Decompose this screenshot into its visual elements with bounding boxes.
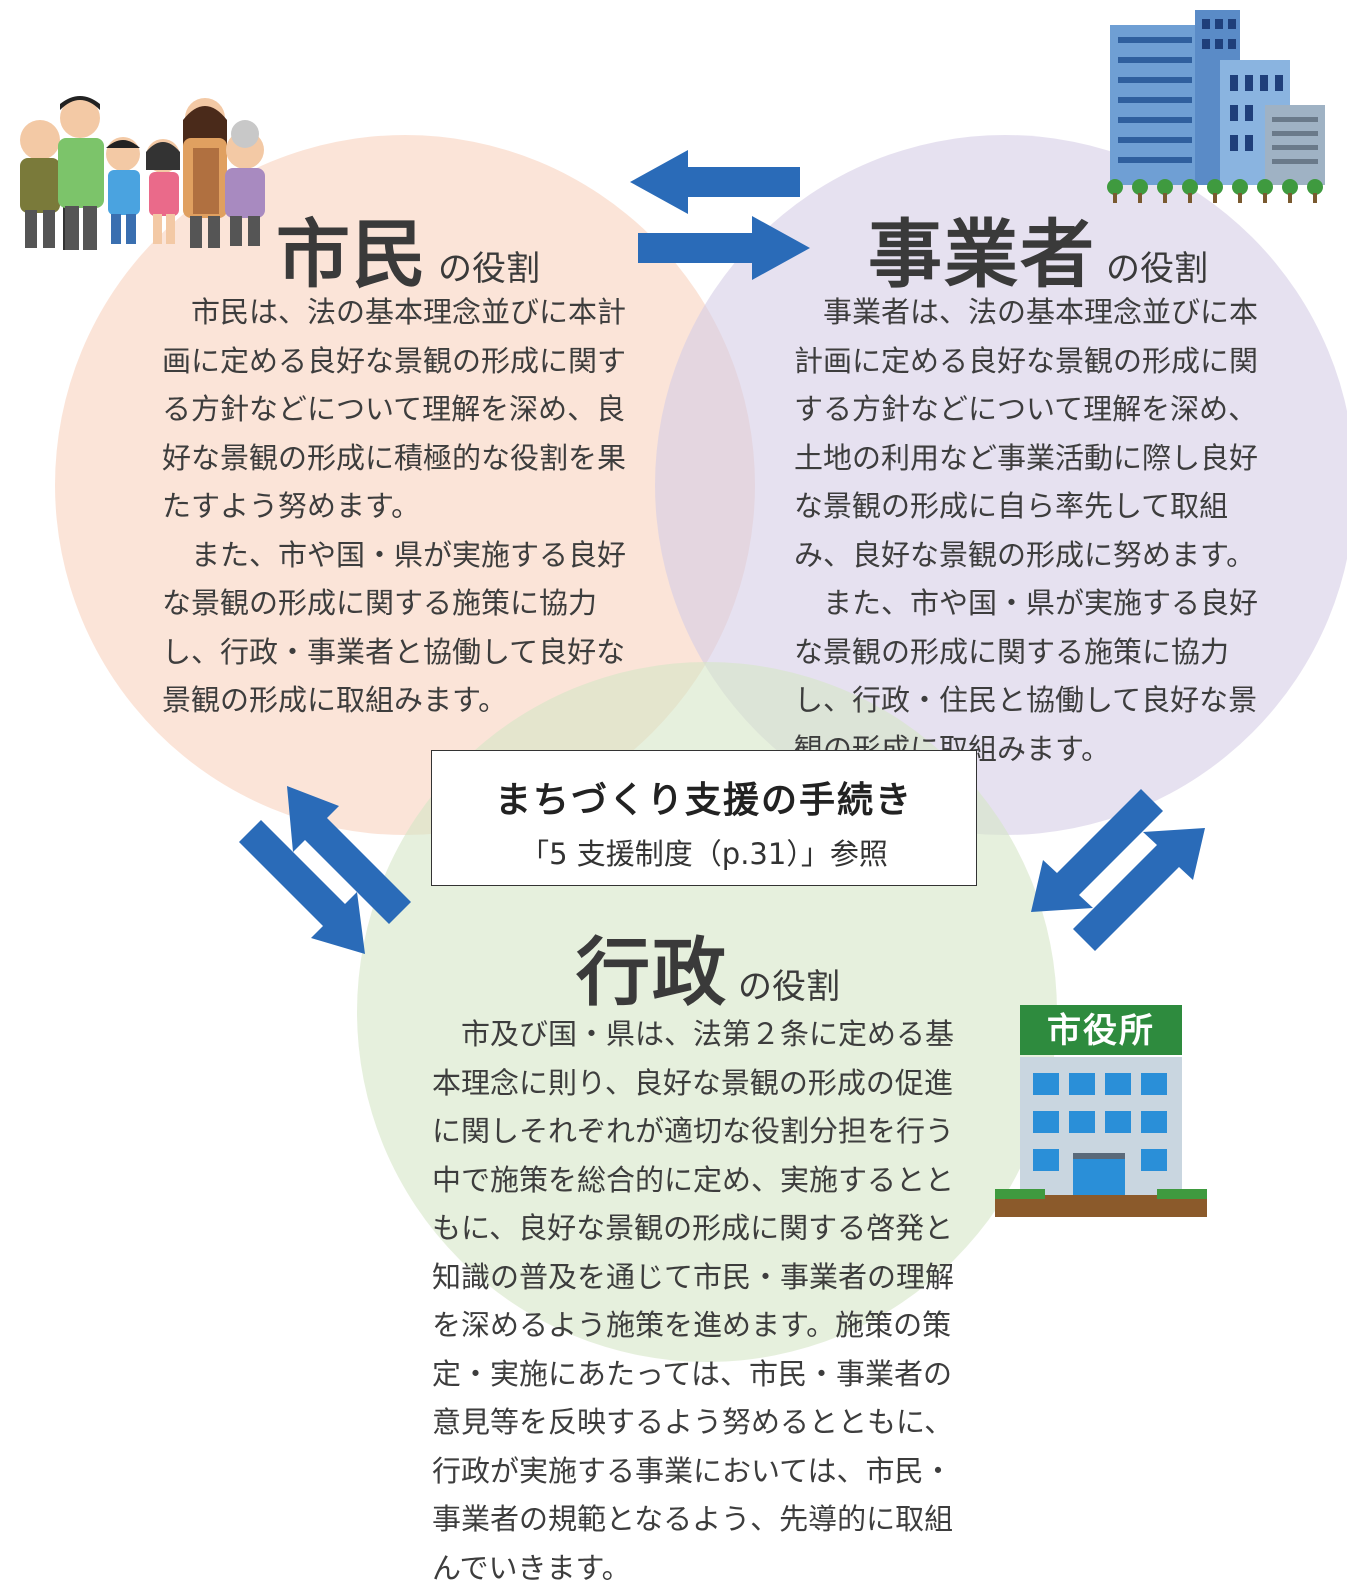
city-hall-illustration: 市役所: [995, 1005, 1207, 1220]
business-role-text: 事業者は、法の基本理念並びに本計画に定める良好な景観の形成に関する方針などについ…: [794, 288, 1279, 773]
citizen-title-suffix: の役割: [438, 249, 540, 289]
city-hall-sign: 市役所: [1047, 1011, 1155, 1051]
business-title: 事業者: [868, 212, 1096, 298]
business-paragraph-2: また、市や国・県が実施する良好な景観の形成に関する施策に協力し、行政・住民と協働…: [794, 586, 1259, 766]
citizens-group-illustration: [20, 96, 265, 250]
government-paragraph-1: 市及び国・県は、法第２条に定める基本理念に則り、良好な景観の形成の促進に関しそれ…: [432, 1017, 955, 1585]
citizen-business-arrows: [630, 150, 810, 280]
citizen-paragraph-1: 市民は、法の基本理念並びに本計画に定める良好な景観の形成に関する方針などについて…: [162, 295, 627, 523]
citizen-government-arrows: [239, 786, 411, 954]
citizen-paragraph-2: また、市や国・県が実施する良好な景観の形成に関する施策に協力し、行政・事業者と協…: [162, 537, 627, 718]
government-role-text: 市及び国・県は、法第２条に定める基本理念に則り、良好な景観の形成の促進に関しそれ…: [432, 1010, 977, 1592]
office-buildings-illustration: [1107, 10, 1325, 203]
support-procedure-reference: 「5 支援制度（p.31）」参照: [520, 837, 888, 871]
business-government-arrows: [1031, 789, 1205, 951]
government-role-heading: 行政の役割: [576, 913, 840, 1020]
citizen-role-text: 市民は、法の基本理念並びに本計画に定める良好な景観の形成に関する方針などについて…: [162, 288, 642, 725]
support-procedure-box: まちづくり支援の手続き 「5 支援制度（p.31）」参照: [431, 750, 977, 886]
government-title: 行政: [576, 930, 728, 1016]
government-title-suffix: の役割: [738, 967, 840, 1007]
business-title-suffix: の役割: [1106, 249, 1208, 289]
citizen-title: 市民: [276, 212, 428, 298]
business-role-heading: 事業者の役割: [868, 195, 1208, 302]
citizen-role-heading: 市民の役割: [276, 195, 540, 302]
support-procedure-title: まちづくり支援の手続き: [494, 780, 913, 821]
business-paragraph-1: 事業者は、法の基本理念並びに本計画に定める良好な景観の形成に関する方針などについ…: [794, 295, 1259, 572]
